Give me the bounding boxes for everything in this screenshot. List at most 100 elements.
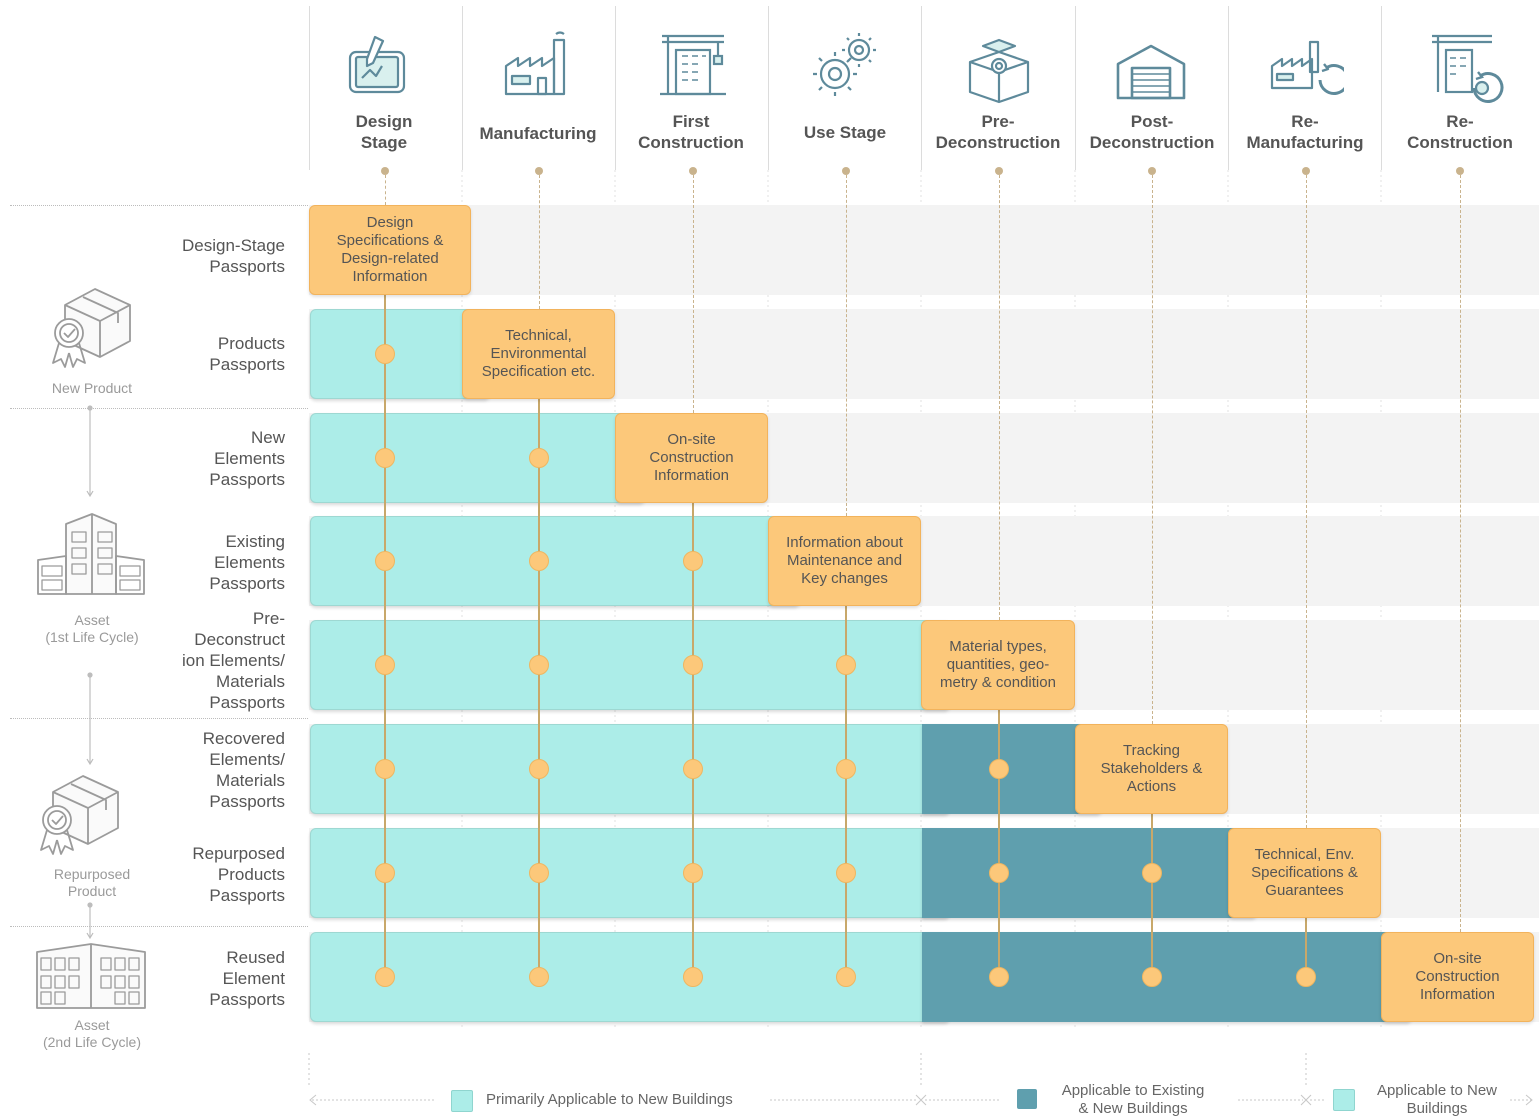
info-box: Tracking Stakeholders & Actions: [1075, 724, 1228, 814]
stage-line: [384, 295, 386, 978]
stage-dot: [529, 448, 549, 468]
box-gear-icon: [968, 38, 1030, 104]
stage-title: First Construction: [638, 112, 744, 152]
passport-bar-new: [310, 413, 645, 503]
gears-icon: [813, 33, 876, 96]
category-separator: [10, 718, 308, 719]
category-arrows: [86, 405, 94, 940]
stage-line: [1151, 814, 1153, 978]
stage-dot: [683, 863, 703, 883]
stage-line: [998, 710, 1000, 978]
connector-dot: [689, 167, 697, 175]
column-divider: [1228, 6, 1229, 170]
stage-dot: [529, 551, 549, 571]
stage-dot: [529, 863, 549, 883]
stage-dot: [1142, 863, 1162, 883]
stage-dot: [529, 759, 549, 779]
info-box: Information about Maintenance and Key ch…: [768, 516, 921, 606]
connector-dashed: [999, 175, 1000, 620]
row-label: Design-Stage Passports: [181, 236, 285, 276]
connector-dashed: [693, 175, 694, 413]
category-label: Repurposed Product: [53, 866, 131, 899]
connector-dot: [842, 167, 850, 175]
stage-dot: [836, 655, 856, 675]
row-background: [309, 205, 1539, 295]
legend-swatch-new: [1333, 1089, 1355, 1111]
row-label: Reused Element Passports: [209, 948, 285, 1009]
category-separator: [10, 205, 308, 206]
stage-dot: [836, 759, 856, 779]
passport-bar-existing: [922, 724, 1102, 814]
stage-dot: [836, 863, 856, 883]
stage-dot: [375, 967, 395, 987]
column-divider: [921, 6, 922, 170]
column-divider: [768, 6, 769, 170]
stage-dot: [1142, 967, 1162, 987]
stage-dot: [529, 967, 549, 987]
column-divider: [615, 6, 616, 170]
stage-dot: [989, 863, 1009, 883]
stage-dot: [375, 448, 395, 468]
legend-lines: [308, 1053, 1533, 1106]
product-box-badge-icon: [52, 288, 131, 368]
stage-line: [1305, 918, 1307, 978]
stage-dot: [836, 967, 856, 987]
stage-dot: [1296, 967, 1316, 987]
passport-bar-new: [310, 309, 490, 399]
stage-dot: [989, 967, 1009, 987]
connector-dot: [535, 167, 543, 175]
row-label: Products Passports: [209, 334, 285, 374]
stage-dot: [683, 759, 703, 779]
stage-dot: [989, 759, 1009, 779]
stage-dot: [375, 655, 395, 675]
stage-title: Pre- Deconstruction: [935, 112, 1061, 152]
legend-swatch-existing: [1017, 1089, 1037, 1109]
tablet-pen-icon: [348, 35, 406, 94]
column-divider: [309, 6, 310, 170]
legend-label: Applicable to Existing & New Buildings: [1061, 1082, 1205, 1117]
connector-dot: [1302, 167, 1310, 175]
product-box-badge-icon: [40, 775, 119, 855]
stage-dot: [529, 655, 549, 675]
category-separator: [10, 408, 308, 409]
stage-line: [692, 503, 694, 978]
warehouse-icon: [1116, 44, 1186, 100]
factory-recycle-icon: [1270, 40, 1344, 95]
category-separator: [10, 926, 308, 927]
stage-dot: [375, 344, 395, 364]
category-label: Asset (1st Life Cycle): [45, 612, 139, 645]
connector-dashed: [539, 175, 540, 309]
row-label: Pre- Deconstruct ion Elements/ Materials…: [182, 609, 285, 712]
stage-dot: [683, 551, 703, 571]
info-box: On-site Construction Information: [615, 413, 768, 503]
factory-icon: [504, 31, 566, 96]
stage-title: Re- Manufacturing: [1246, 112, 1364, 152]
connector-dashed: [1460, 175, 1461, 932]
stage-dot: [375, 551, 395, 571]
connector-dot: [1148, 167, 1156, 175]
column-divider: [1381, 6, 1382, 170]
row-label: Recovered Elements/ Materials Passports: [202, 729, 285, 811]
connector-dashed: [1152, 175, 1153, 724]
stage-title: Design Stage: [355, 112, 413, 152]
connector-dot: [381, 167, 389, 175]
legend-label: Applicable to New Buildings: [1376, 1082, 1498, 1117]
row-label: Repurposed Products Passports: [192, 844, 285, 905]
column-divider: [462, 6, 463, 170]
info-box: Technical, Environmental Specification e…: [462, 309, 615, 399]
stage-title: Post- Deconstruction: [1089, 112, 1215, 152]
connector-dot: [1456, 167, 1464, 175]
info-box: Technical, Env. Specifications & Guarant…: [1228, 828, 1381, 918]
info-box: Material types, quantities, geo- metry &…: [921, 620, 1075, 710]
row-label: Existing Elements Passports: [209, 532, 285, 593]
building-icon: [37, 513, 145, 595]
category-label: New Product: [51, 380, 133, 396]
stage-dot: [683, 655, 703, 675]
info-box: Design Specifications & Design-related I…: [309, 205, 471, 295]
stage-dot: [375, 759, 395, 779]
stage-dot: [375, 863, 395, 883]
stage-title: Manufacturing: [479, 124, 597, 143]
crane-recycle-icon: [1432, 34, 1504, 103]
legend-swatch-new: [451, 1090, 473, 1112]
stage-title: Use Stage: [803, 123, 887, 142]
